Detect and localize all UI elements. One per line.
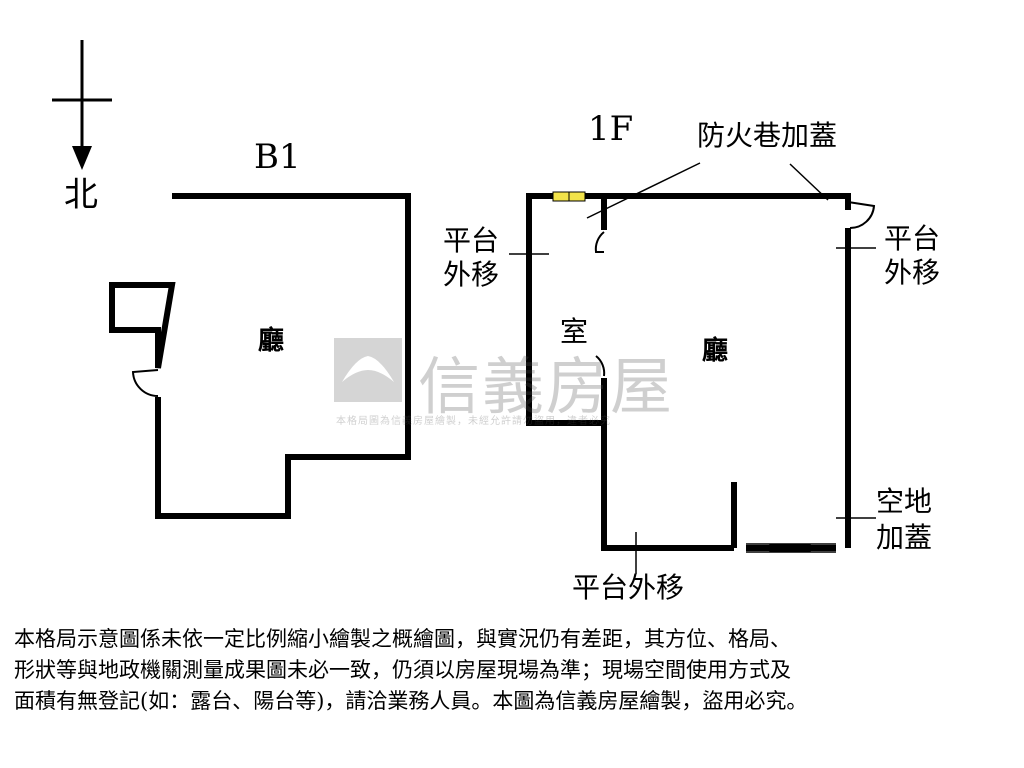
b1-floor-title: B1 — [254, 137, 301, 177]
b1-room-label: 廳 — [258, 326, 285, 356]
platform-bottom-annotation: 平台外移 — [572, 571, 685, 604]
fire-lane-annotation: 防火巷加蓋 — [697, 119, 838, 152]
platform-left-annotation: 平台 外移 — [443, 224, 500, 291]
f1-small-room-outline — [526, 193, 607, 426]
watermark-logo-icon — [334, 338, 402, 402]
platform-right-annotation: 平台 外移 — [884, 222, 941, 289]
compass-north-label: 北 — [64, 175, 98, 215]
floor-plan-drawing — [52, 40, 876, 574]
open-space-annotation: 空地 加蓋 — [876, 485, 933, 554]
b1-door-icon — [131, 369, 159, 398]
watermark-brand: 信義房屋 — [418, 350, 675, 423]
f1-yellow-window-icon — [552, 191, 586, 202]
north-arrow-icon — [52, 40, 112, 170]
f1-floor-title: 1F — [588, 109, 634, 149]
f1-door-icons — [594, 201, 876, 377]
f1-window-icon — [746, 543, 836, 553]
f1-hall-outline — [601, 193, 851, 551]
annotation-leader-lines — [509, 162, 876, 574]
f1-room-label: 廳 — [702, 336, 729, 366]
watermark-notice: 本格局圖為信義房屋繪製，未經允許請勿盜用，違者必究 — [336, 416, 611, 427]
watermark: 信義房屋 本格局圖為信義房屋繪製，未經允許請勿盜用，違者必究 — [334, 338, 696, 428]
f1-small-room-label: 室 — [560, 315, 589, 348]
disclaimer-text: 本格局示意圖係未依一定比例縮小繪製之概繪圖，與實況仍有差距，其方位、格局、 形狀… — [14, 627, 808, 713]
b1-floor-outline — [109, 193, 411, 519]
